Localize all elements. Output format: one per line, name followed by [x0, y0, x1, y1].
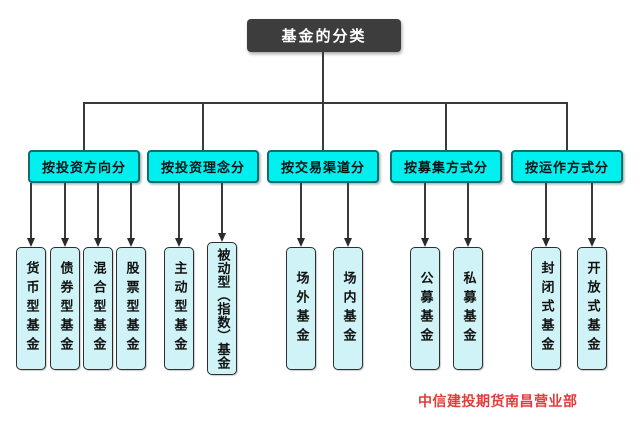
leaf-node-open-end-fund: 开放式基金: [577, 247, 607, 370]
leaf-arrow-head: [587, 238, 596, 247]
leaf-node-public-fund: 公募基金: [410, 247, 440, 370]
leaf-arrow-line: [221, 183, 223, 233]
leaf-arrow-head: [296, 238, 305, 247]
leaf-arrow-head: [93, 238, 102, 247]
connector-drop: [202, 102, 204, 150]
leaf-arrow-head: [420, 238, 429, 247]
leaf-arrow-head: [343, 238, 352, 247]
leaf-node-otc-fund: 场外基金: [286, 247, 316, 370]
leaf-node-hybrid-fund: 混合型基金: [83, 247, 113, 370]
leaf-node-private-fund: 私募基金: [453, 247, 483, 370]
connector-horizontal: [84, 102, 568, 104]
connector-drop: [322, 102, 324, 150]
leaf-arrow-line: [347, 183, 349, 238]
leaf-arrow-line: [591, 183, 593, 238]
leaf-node-active-fund: 主动型基金: [164, 247, 194, 370]
leaf-arrow-head: [126, 238, 135, 247]
leaf-node-money-fund: 货币型基金: [16, 247, 46, 370]
category-node-fundraising-method: 按募集方式分: [390, 150, 502, 183]
leaf-arrow-line: [424, 183, 426, 238]
category-node-investment-direction: 按投资方向分: [28, 150, 140, 183]
footer-watermark: 中信建投期货南昌营业部: [418, 394, 578, 410]
root-node: 基金的分类: [247, 19, 401, 52]
leaf-node-exchange-fund: 场内基金: [333, 247, 363, 370]
category-node-investment-philosophy: 按投资理念分: [147, 150, 259, 183]
leaf-arrow-head: [60, 238, 69, 247]
connector-drop: [83, 102, 85, 150]
leaf-arrow-head: [541, 238, 550, 247]
leaf-arrow-head: [217, 233, 226, 242]
connector-drop: [566, 102, 568, 150]
leaf-arrow-line: [545, 183, 547, 238]
leaf-arrow-head: [174, 238, 183, 247]
leaf-node-bond-fund: 债券型基金: [50, 247, 80, 370]
leaf-arrow-head: [26, 238, 35, 247]
leaf-node-passive-index-fund: 被动型（指数）基金: [207, 242, 237, 375]
leaf-arrow-line: [467, 183, 469, 238]
leaf-node-stock-fund: 股票型基金: [116, 247, 146, 370]
leaf-arrow-line: [30, 183, 32, 238]
connector-drop: [445, 102, 447, 150]
leaf-arrow-head: [463, 238, 472, 247]
category-node-operation-method: 按运作方式分: [511, 150, 623, 183]
leaf-arrow-line: [300, 183, 302, 238]
leaf-arrow-line: [130, 183, 132, 238]
leaf-arrow-line: [178, 183, 180, 238]
connector-stem: [322, 52, 324, 103]
leaf-arrow-line: [64, 183, 66, 238]
leaf-node-closed-end-fund: 封闭式基金: [531, 247, 561, 370]
category-node-trading-channel: 按交易渠道分: [267, 150, 379, 183]
leaf-arrow-line: [97, 183, 99, 238]
